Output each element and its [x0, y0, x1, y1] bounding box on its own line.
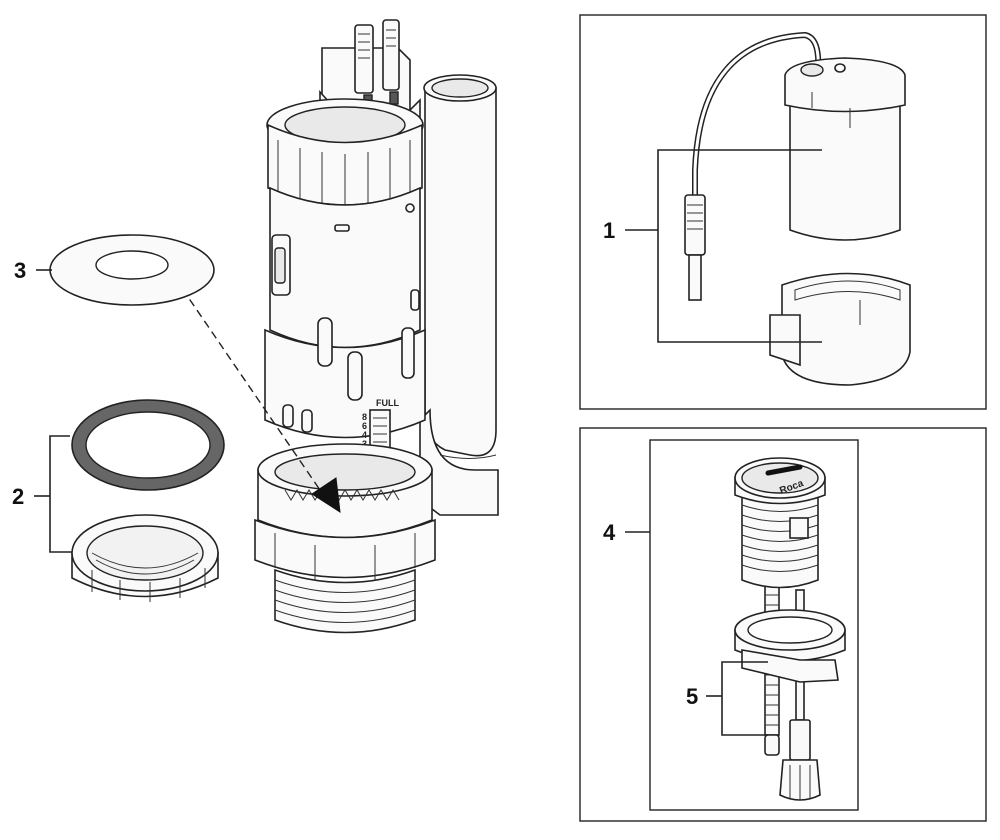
callout-5: 5: [686, 684, 698, 709]
scale-mark: 8: [362, 412, 367, 422]
panel-push-button-inner: [649, 439, 859, 811]
scale-mark: 6: [362, 421, 367, 431]
assembly-arrow: [174, 277, 341, 513]
rubber-gasket: [71, 399, 225, 491]
panel-push-button: [579, 427, 987, 822]
lock-nut: [71, 514, 219, 602]
panel-battery-pack: [579, 14, 987, 410]
valve-body: FULL 8 6 4 3 2 1: [254, 98, 436, 634]
battery-pack: [684, 31, 911, 386]
overflow-tube: [419, 74, 499, 516]
callout-3: 3: [14, 258, 26, 283]
callout-1: 1: [603, 218, 615, 243]
callout-2: 2: [12, 484, 24, 509]
callout-4: 4: [603, 520, 616, 545]
flat-washer: [49, 234, 215, 306]
push-button: Roca: [734, 457, 846, 801]
scale-mark: 4: [362, 430, 367, 440]
full-level-label: FULL: [376, 398, 399, 408]
flush-valve: FULL 8 6 4 3 2 1: [254, 19, 499, 634]
